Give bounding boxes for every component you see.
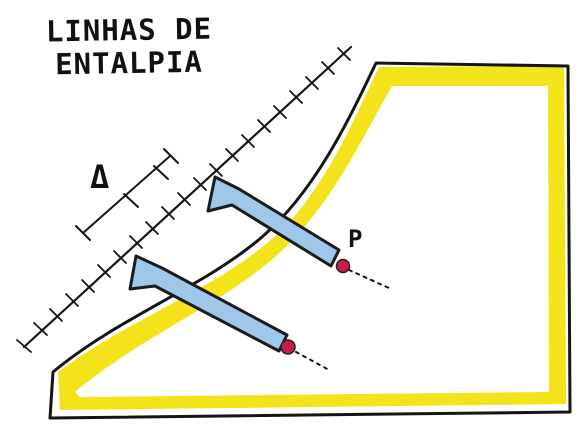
lower-dashed-tail bbox=[295, 351, 332, 372]
delta-label: Δ bbox=[90, 158, 109, 196]
outer-boundary bbox=[48, 61, 572, 420]
title-line-2: ENTALPIA bbox=[54, 45, 204, 82]
point-label: P bbox=[348, 225, 362, 253]
diagram-title: LINHAS DE ENTALPIA bbox=[34, 11, 224, 82]
arrow-left-icon bbox=[206, 175, 341, 268]
red-dot-icon bbox=[335, 258, 351, 274]
red-dot-icon bbox=[280, 339, 296, 355]
enthalpy-ticks bbox=[16, 47, 351, 353]
lower-arrow bbox=[128, 254, 332, 372]
arrow-left-icon bbox=[128, 254, 289, 353]
upper-dashed-tail bbox=[348, 269, 390, 289]
upper-arrow bbox=[206, 175, 390, 289]
delta-measurement bbox=[75, 148, 179, 241]
title-line-1: LINHAS DE bbox=[45, 11, 213, 49]
